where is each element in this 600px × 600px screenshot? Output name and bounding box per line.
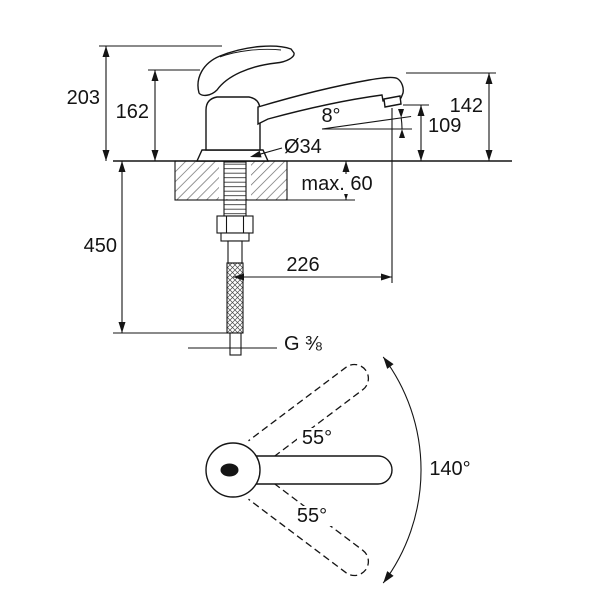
- hose-end-fitting: [229, 332, 242, 356]
- swivel-range-label: 140°: [429, 458, 470, 480]
- mounting-nut: [216, 215, 254, 234]
- threaded-shank: [223, 161, 247, 217]
- swivel-lower-callout: 55°: [292, 505, 332, 527]
- dim-total-height-label: 203: [67, 87, 100, 109]
- dim-outlet-height: 109: [403, 104, 461, 161]
- swivel-position-upper: [248, 363, 369, 464]
- dim-hose-thread: G ⅜: [188, 333, 322, 355]
- swivel-upper-callout: 55°: [297, 427, 337, 449]
- faucet-spout: [257, 76, 404, 126]
- braided-hose: [226, 262, 244, 334]
- lever-top-view: [220, 463, 239, 477]
- swivel-lower-label: 55°: [297, 505, 327, 527]
- supply-hose: [226, 262, 244, 356]
- dim-deck-thickness-label: max. 60: [301, 173, 372, 195]
- lever-detail-line: [219, 48, 282, 58]
- dim-hose-length-label: 450: [84, 235, 117, 257]
- dim-base-diameter: Ø34: [250, 136, 322, 158]
- dim-spout-height-label: 142: [450, 95, 483, 117]
- faucet-base-flange: [195, 149, 270, 162]
- side-view: 203 162 142: [67, 45, 512, 356]
- swivel-upper-label: 55°: [302, 427, 332, 449]
- dim-spout-reach: 226: [233, 108, 393, 283]
- dim-spout-reach-label: 226: [286, 254, 319, 276]
- dim-body-height: 162: [116, 69, 200, 161]
- connector-tube: [227, 240, 243, 264]
- dim-hose-length: 450: [84, 161, 230, 334]
- swivel-position-lower: [248, 476, 369, 577]
- dim-deck-thickness: max. 60: [299, 161, 377, 200]
- dim-spout-angle-label: 8°: [321, 105, 340, 127]
- swivel-arc: [382, 356, 422, 584]
- dim-outlet-height-label: 109: [428, 115, 461, 137]
- spout-aerator: [383, 95, 402, 108]
- top-view: 55° 55° 140°: [205, 356, 471, 584]
- dim-base-diameter-label: Ø34: [284, 136, 322, 158]
- dim-spout-angle: 8°: [321, 105, 412, 138]
- dim-spout-height: 142: [406, 72, 496, 161]
- mounting-shank: [216, 161, 254, 264]
- dim-body-height-label: 162: [116, 101, 149, 123]
- dim-total-height: 203: [67, 45, 222, 161]
- spout-top-view: [256, 455, 393, 485]
- dim-hose-thread-label: G ⅜: [284, 333, 322, 355]
- faucet-body: [205, 96, 261, 151]
- faucet-lever: [197, 45, 295, 97]
- faucet-side-view: [195, 45, 404, 162]
- washer: [220, 232, 250, 242]
